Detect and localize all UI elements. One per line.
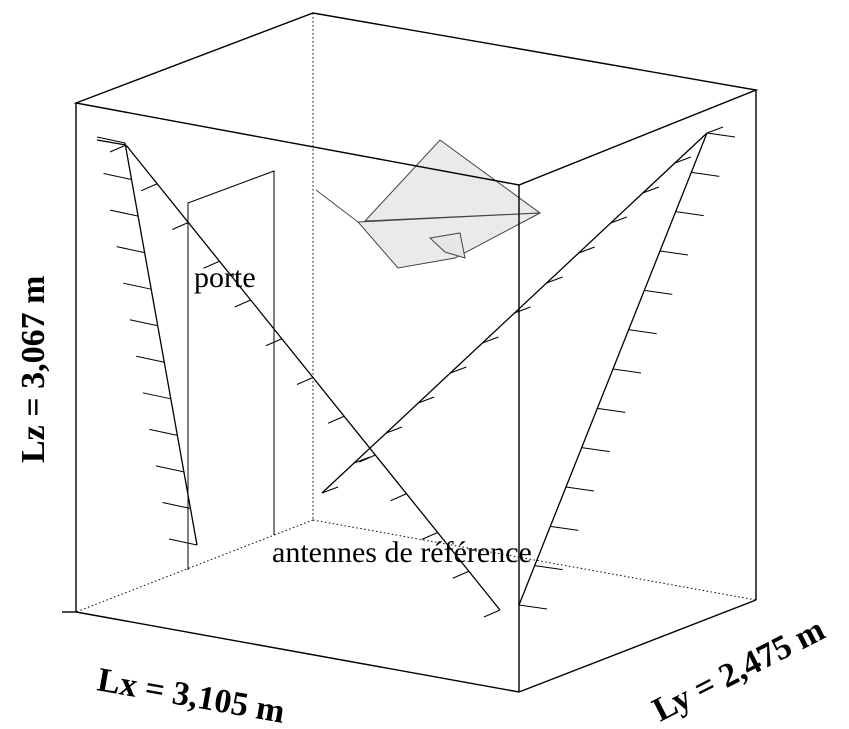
antenna-left <box>124 142 198 546</box>
antenna-tick <box>109 144 127 153</box>
antenna-tick <box>321 486 339 494</box>
antenna-tick <box>612 368 642 374</box>
antenna-tick <box>597 407 626 413</box>
antenna-tick <box>162 501 191 509</box>
antenna-tick <box>296 377 314 385</box>
ly-dimension-label: Ly = 2,475 m <box>647 611 831 729</box>
antenna-tick <box>482 336 499 344</box>
antenna-tick <box>628 329 657 335</box>
antenna-tick <box>675 211 704 217</box>
reference-antennas-label: antennes de référence <box>272 536 532 569</box>
antenna-tick <box>109 209 139 217</box>
antenna-tick <box>706 126 724 134</box>
antenna-tick <box>418 396 435 404</box>
antenna-tick <box>265 338 283 347</box>
antenna-ticks <box>96 126 736 618</box>
visible-edges <box>62 12 759 693</box>
lz-dimension-label: Lz = 3,067 m <box>15 276 52 463</box>
antenna-tick <box>234 299 251 308</box>
antenna-tick <box>450 366 467 374</box>
antenna-tick <box>546 276 563 284</box>
antenna-tick <box>116 246 145 254</box>
antenna-tick <box>168 538 198 546</box>
antenna-tick <box>706 132 736 138</box>
antenna-tick <box>483 609 501 618</box>
antenna-tick <box>140 183 158 192</box>
antenna-tick <box>674 156 692 164</box>
antenna-tick <box>452 570 470 579</box>
antenna-tick <box>136 355 165 363</box>
antenna-tick <box>659 250 689 256</box>
antenna-tick <box>550 525 579 531</box>
antenna-tick <box>518 604 548 610</box>
hidden-edges <box>75 13 757 613</box>
antenna-tick <box>534 565 563 571</box>
antenna-tick <box>149 428 178 436</box>
antenna-tick <box>123 282 152 290</box>
antenna-tick <box>203 260 220 269</box>
antenna-tick <box>565 486 595 492</box>
door-label: porte <box>194 261 256 294</box>
antenna-tick <box>642 186 660 194</box>
antenna-tick <box>578 246 595 254</box>
antenna-tick <box>96 136 126 144</box>
antenna-tick <box>129 319 158 327</box>
antenna-tick <box>610 216 627 224</box>
antenna-tick <box>385 426 403 434</box>
antenna-tick <box>103 173 132 181</box>
antenna-tick <box>172 222 189 230</box>
antenna-tick <box>514 306 531 314</box>
antenna-tick <box>327 415 345 424</box>
antenna-tick <box>390 493 407 502</box>
ceiling-object <box>315 139 542 269</box>
antenna-tick <box>644 289 673 295</box>
lx-dimension-label: Lx = 3,105 m <box>95 661 288 729</box>
antenna-tick <box>353 456 371 464</box>
antenna-tick <box>691 171 720 177</box>
antenna-tick <box>581 447 610 453</box>
door-outline <box>187 170 275 570</box>
antenna-tick <box>421 532 438 540</box>
antenna-tick <box>142 392 171 400</box>
antenna-tick <box>155 465 185 473</box>
